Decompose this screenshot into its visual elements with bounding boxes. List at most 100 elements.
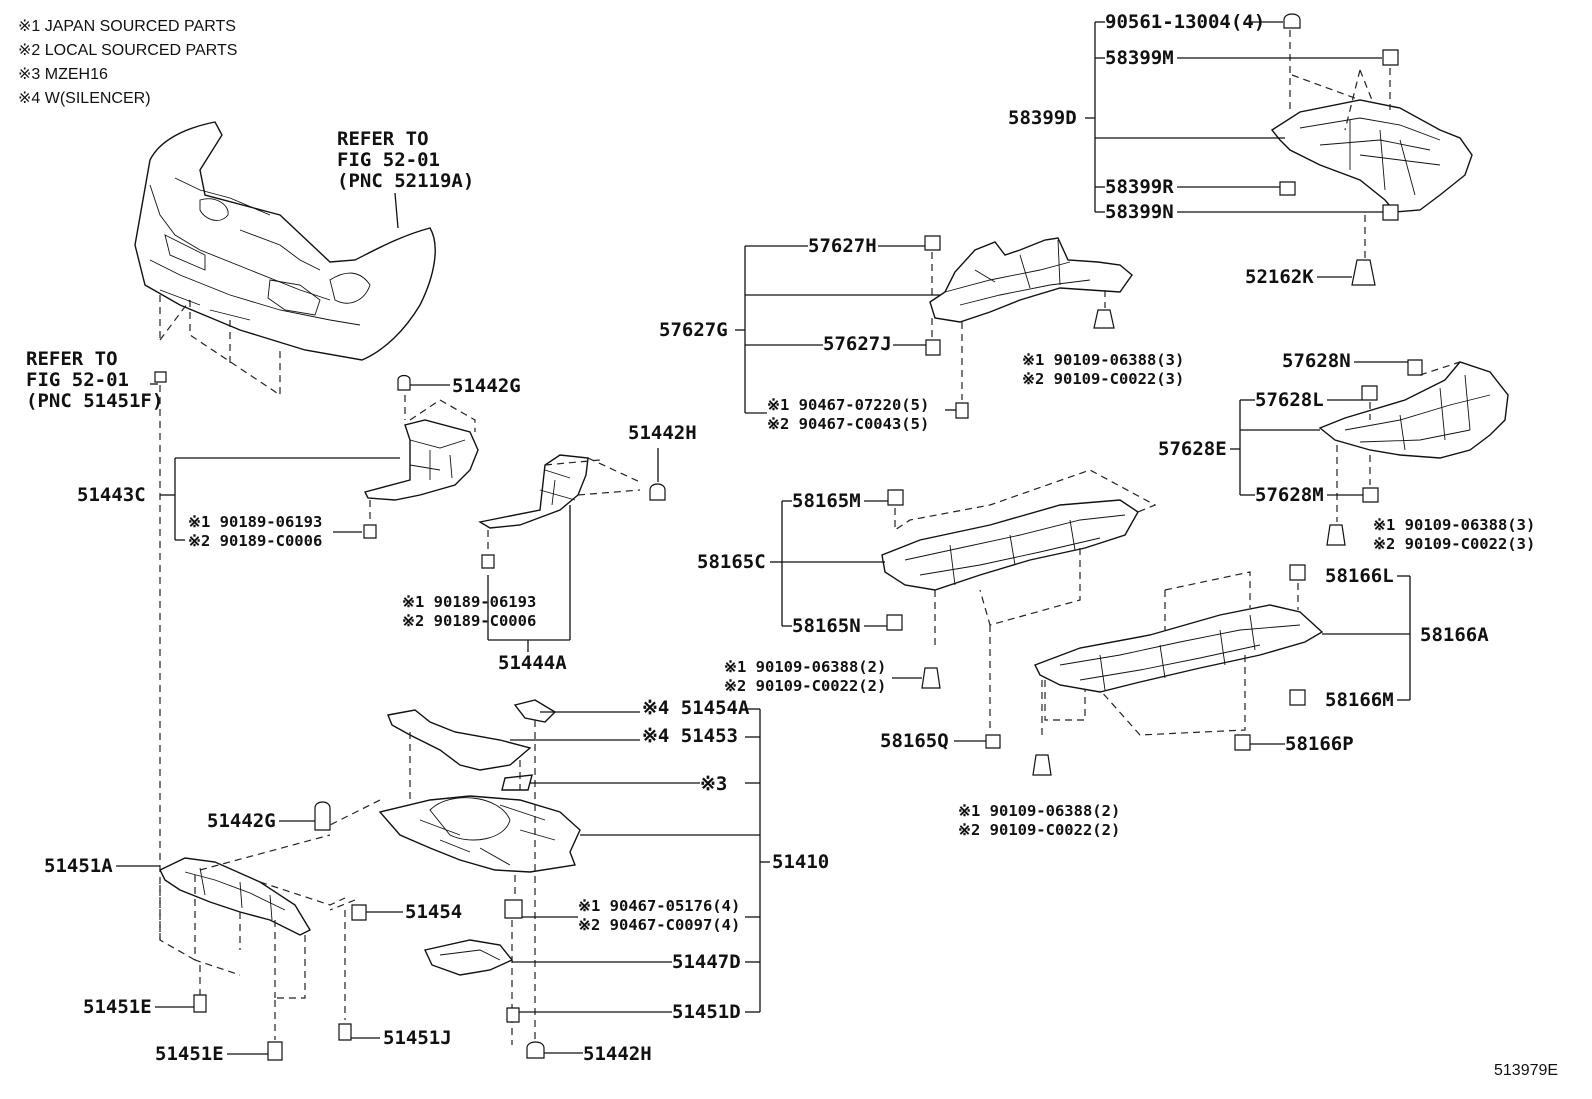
label-58165C-fastener-2: ※2 90109-C0022(2)	[724, 677, 886, 695]
label-51443C-fastener-2: ※2 90189-C0006	[188, 532, 322, 550]
fastener-icon	[1326, 524, 1346, 546]
part-51444A-drawing	[478, 454, 666, 641]
fastener-icon	[1093, 309, 1115, 329]
label-51451D: 51451D	[672, 1001, 741, 1023]
label-51454: 51454	[405, 901, 462, 923]
label-51447D: 51447D	[672, 951, 741, 973]
fastener-icon	[1032, 754, 1052, 776]
label-58166P: 58166P	[1285, 733, 1354, 755]
label-51442H-top: 51442H	[628, 422, 697, 444]
part-51443C-drawing	[363, 374, 479, 539]
label-58165N: 58165N	[792, 615, 861, 637]
label-90561: 90561-13004(4)	[1105, 11, 1265, 33]
label-57627G-fastener-3: ※1 90109-06388(3)	[1022, 351, 1184, 369]
clip-ref-line-1: REFER TO	[26, 348, 118, 370]
label-51451A: 51451A	[44, 855, 113, 877]
bumper-ref-line-2: FIG 52-01	[337, 149, 440, 171]
label-58166L: 58166L	[1325, 565, 1394, 587]
label-51454A: ※4 51454A	[642, 697, 750, 719]
label-52162K: 52162K	[1245, 266, 1314, 288]
fastener-icon	[921, 667, 941, 689]
label-51410: 51410	[772, 851, 829, 873]
label-51410-fastener-2: ※2 90467-C0097(4)	[578, 916, 740, 934]
part-58399D-drawing	[1250, 13, 1473, 286]
label-57627J: 57627J	[823, 333, 892, 355]
label-57628M: 57628M	[1255, 484, 1324, 506]
part-58165Q-icon	[985, 734, 1001, 749]
label-58166A-fastener-2: ※2 90109-C0022(2)	[958, 821, 1120, 839]
part-57628M-icon	[1362, 487, 1379, 503]
label-57627G-fastener-2: ※2 90467-C0043(5)	[767, 415, 929, 433]
part-51451J-icon	[338, 1023, 352, 1041]
figure-id: 513979E	[1494, 1062, 1558, 1079]
label-57628E: 57628E	[1158, 438, 1227, 460]
note-3: ※3 MZEH16	[18, 66, 108, 83]
label-58399D: 58399D	[1008, 107, 1077, 129]
part-58166A-drawing	[1032, 564, 1324, 776]
label-57628L: 57628L	[1255, 389, 1324, 411]
label-57628E-fastener-2: ※2 90109-C0022(3)	[1373, 535, 1535, 553]
part-58165M-icon	[887, 489, 904, 506]
clip-ref-line-2: FIG 52-01	[26, 369, 129, 391]
bumper-ref-line-3: (PNC 52119A)	[337, 170, 474, 192]
part-57627G-drawing	[924, 235, 1133, 419]
part-51442G-icon	[397, 374, 411, 391]
clip-reference: REFER TO FIG 52-01 (PNC 51451F)	[26, 348, 167, 412]
bumper-ref-line-1: REFER TO	[337, 128, 429, 150]
part-3-drawing	[501, 774, 533, 791]
note-2: ※2 LOCAL SOURCED PARTS	[18, 42, 237, 59]
label-51451E-a: 51451E	[83, 996, 152, 1018]
part-57628L-icon	[1361, 385, 1378, 401]
part-58165C-drawing	[881, 469, 1157, 749]
label-58399N: 58399N	[1105, 201, 1174, 223]
label-57627G: 57627G	[659, 319, 728, 341]
part-57627H-icon	[924, 235, 941, 251]
bumper-reference: REFER TO FIG 52-01 (PNC 52119A)	[337, 128, 474, 192]
part-51451E-icon	[193, 994, 207, 1013]
label-58399R: 58399R	[1105, 176, 1174, 198]
part-58399R-icon	[1279, 181, 1296, 196]
fastener-icon	[481, 554, 495, 569]
label-58399M: 58399M	[1105, 47, 1174, 69]
part-58165N-icon	[886, 614, 903, 631]
part-57627J-icon	[925, 339, 941, 356]
fastener-icon	[363, 524, 377, 539]
part-51451E-icon	[267, 1041, 283, 1061]
label-57627G-fastener-1: ※1 90467-07220(5)	[767, 396, 929, 414]
label-51443C: 51443C	[77, 484, 146, 506]
label-3: ※3	[700, 773, 727, 795]
label-57628E-fastener-1: ※1 90109-06388(3)	[1373, 516, 1535, 534]
clip-icon	[154, 371, 167, 383]
part-51447D-drawing	[423, 939, 514, 976]
part-51451A-drawing	[159, 801, 367, 1061]
label-51444A-fastener-1: ※1 90189-06193	[402, 593, 536, 611]
label-58166A: 58166A	[1420, 624, 1489, 646]
part-51451D-icon	[506, 1007, 520, 1023]
label-58165Q: 58165Q	[880, 730, 949, 752]
label-51444A: 51444A	[498, 652, 567, 674]
label-58165C: 58165C	[697, 551, 766, 573]
part-51454-icon	[351, 904, 367, 921]
part-51454A-drawing	[513, 699, 557, 723]
label-51451E-b: 51451E	[155, 1043, 224, 1065]
label-57627G-fastener-4: ※2 90109-C0022(3)	[1022, 370, 1184, 388]
part-58166M-icon	[1289, 689, 1306, 706]
label-51444A-fastener-2: ※2 90189-C0006	[402, 612, 536, 630]
label-51451J: 51451J	[383, 1027, 452, 1049]
label-51442G-mid: 51442G	[207, 810, 276, 832]
clip-ref-line-3: (PNC 51451F)	[26, 390, 163, 412]
part-51442H-icon	[526, 1041, 545, 1059]
part-58166L-icon	[1289, 564, 1306, 581]
bumper-cover-drawing	[134, 121, 436, 361]
fastener-icon	[504, 899, 523, 919]
part-51453-drawing	[387, 709, 532, 771]
label-58165C-fastener-1: ※1 90109-06388(2)	[724, 658, 886, 676]
label-51442G-top: 51442G	[452, 375, 521, 397]
part-90561-icon	[1283, 13, 1301, 29]
fastener-icon	[955, 402, 969, 419]
label-58166A-fastener-1: ※1 90109-06388(2)	[958, 802, 1120, 820]
part-51442G-icon	[314, 801, 331, 831]
part-52162K-icon	[1351, 259, 1376, 286]
